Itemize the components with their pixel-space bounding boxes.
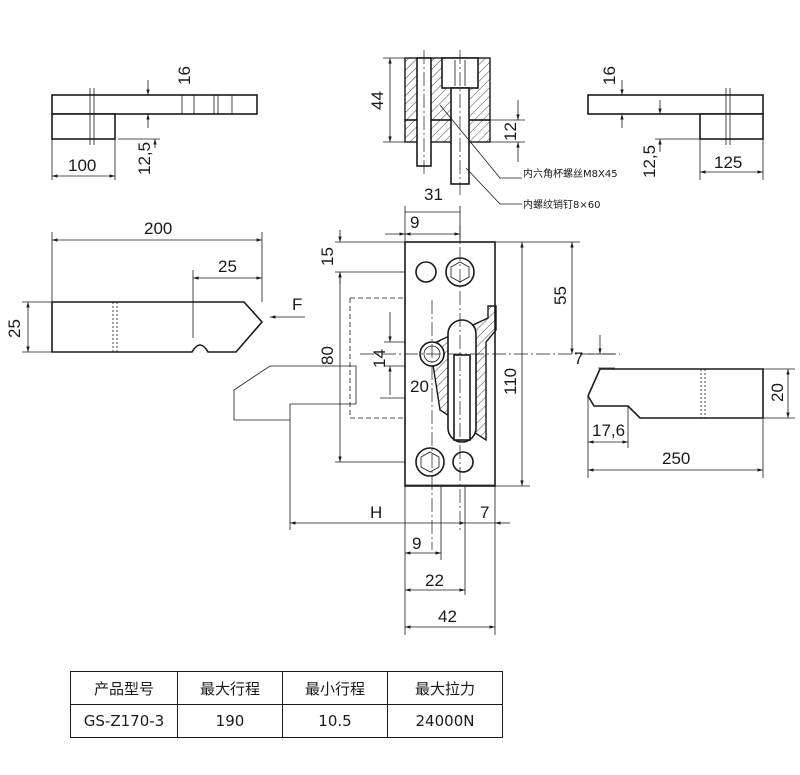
- technical-drawing: 16 100 12,5 44 12 内六角杯螺丝M8X45 内螺纹销钉8×60: [5, 50, 795, 635]
- dim-top-mid-plate: 12: [501, 122, 520, 141]
- dim-left-bar-notch: 25: [218, 257, 237, 276]
- dim-right-bar-length: 250: [662, 449, 690, 468]
- spec-cell-max-force: 24000N: [387, 704, 503, 738]
- bottom-dimensions: H 7 9 22 42: [290, 486, 510, 635]
- dim-center-55: 55: [551, 286, 570, 305]
- dim-right-bar-height: 20: [768, 383, 787, 402]
- spec-table-row: GS-Z170-3 190 10.5 24000N: [70, 704, 503, 738]
- dim-stroke-h: H: [370, 503, 382, 522]
- dim-right-bar-tip: 17,6: [592, 421, 625, 440]
- dim-bottom-22: 22: [425, 571, 444, 590]
- top-right-view: 16 125 12,5: [587, 66, 764, 180]
- dim-top-right-thickness: 16: [600, 66, 619, 85]
- dim-top-left-thickness: 16: [175, 66, 194, 85]
- dim-bottom-42: 42: [438, 607, 457, 626]
- dim-center-width: 31: [424, 185, 443, 204]
- note-screw: 内六角杯螺丝M8X45: [523, 167, 618, 180]
- dim-left-bar-length: 200: [144, 219, 172, 238]
- spec-header-min-stroke: 最小行程: [282, 671, 388, 705]
- top-middle-section-view: 44 12 内六角杯螺丝M8X45 内螺纹销钉8×60: [368, 50, 618, 211]
- dim-top-left-step: 12,5: [135, 142, 154, 175]
- left-bar-view: 200 25 25 F: [5, 219, 305, 353]
- spec-cell-model: GS-Z170-3: [70, 704, 178, 738]
- spec-cell-max-stroke: 190: [177, 704, 283, 738]
- dim-top-left-length: 100: [68, 156, 96, 175]
- top-left-view: 16 100 12,5: [51, 66, 258, 180]
- spec-cell-min-stroke: 10.5: [282, 704, 388, 738]
- dim-top-right-step: 12,5: [640, 145, 659, 178]
- dim-center-slot: 14: [370, 349, 389, 368]
- dim-top-mid-height: 44: [368, 91, 387, 110]
- slider-outline: [233, 365, 357, 530]
- dim-center-top-offset: 15: [318, 247, 337, 266]
- dim-right-bar-7: 7: [574, 349, 583, 368]
- dim-center-height: 80: [318, 346, 337, 365]
- spec-header-model: 产品型号: [70, 671, 178, 705]
- dim-bottom-9: 9: [412, 534, 421, 553]
- spec-header-max-stroke: 最大行程: [177, 671, 283, 705]
- right-bar-view: 7 20 17,6 250: [574, 335, 795, 478]
- center-main-view: 31 9 15 80 14 20 55 110: [318, 185, 620, 550]
- spec-table: 产品型号 最大行程 最小行程 最大拉力 GS-Z170-3 190 10.5 2…: [70, 671, 503, 738]
- dim-top-right-length: 125: [714, 153, 742, 172]
- spec-header-max-force: 最大拉力: [387, 671, 503, 705]
- dim-center-hole-offset: 9: [410, 213, 419, 232]
- force-label: F: [292, 295, 302, 314]
- dim-center-pin: 20: [410, 377, 429, 396]
- dim-center-110: 110: [501, 368, 520, 395]
- dim-bottom-gap: 7: [480, 503, 489, 522]
- dim-left-bar-height: 25: [5, 319, 24, 338]
- note-pin: 内螺纹销钉8×60: [523, 198, 600, 211]
- spec-table-header-row: 产品型号 最大行程 最小行程 最大拉力: [70, 671, 503, 705]
